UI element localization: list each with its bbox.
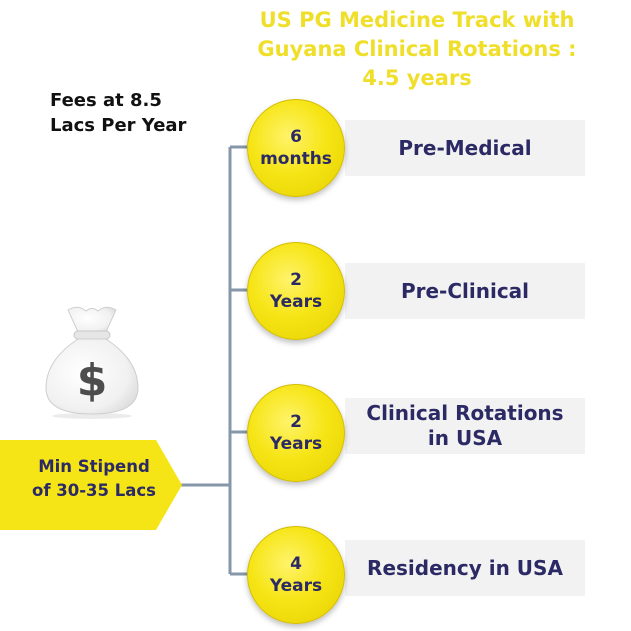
fees-line-1: Fees at 8.5 (50, 90, 162, 111)
stage-duration-disc-3: 2 Years (247, 384, 345, 482)
title-line-1: US PG Medicine Track with (259, 8, 575, 32)
stage-duration-unit: Years (269, 434, 323, 454)
stage-duration-number: 4 (290, 554, 302, 574)
stage-label-3: Clinical Rotations in USA (345, 398, 585, 454)
stipend-label: Min Stipend of 30-35 Lacs (6, 455, 182, 503)
stage-panel-2 (345, 263, 585, 319)
title-line-2: Guyana Clinical Rotations : (257, 37, 577, 61)
diagram-title: US PG Medicine Track with Guyana Clinica… (232, 6, 602, 93)
fees-note: Fees at 8.5 Lacs Per Year (50, 88, 186, 138)
stage-panel-3 (345, 398, 585, 454)
fees-line-2: Lacs Per Year (50, 115, 187, 136)
title-line-3: 4.5 years (362, 66, 472, 90)
stage-duration-disc-1: 6 months (247, 99, 345, 197)
stage-duration-unit: months (260, 149, 332, 169)
stage-label-line-1: Pre-Medical (398, 135, 532, 160)
stage-label-line-1: Pre-Clinical (400, 278, 530, 303)
stage-duration-number: 6 (290, 127, 302, 147)
stage-label-line-2: in USA (427, 426, 503, 450)
stage-label-4: Residency in USA (345, 540, 585, 596)
stipend-line-1: Min Stipend (38, 457, 150, 476)
stage-panel-4 (345, 540, 585, 596)
stage-duration-unit: Years (269, 292, 323, 312)
stage-panel-1 (345, 120, 585, 176)
stage-duration-number: 2 (290, 270, 302, 290)
stage-duration-disc-2: 2 Years (247, 242, 345, 340)
stage-label-1: Pre-Medical (345, 120, 585, 176)
stage-duration-number: 2 (290, 412, 302, 432)
stage-label-2: Pre-Clinical (345, 263, 585, 319)
stage-label-line-1: Residency in USA (367, 555, 563, 580)
stipend-line-2: of 30-35 Lacs (31, 481, 157, 500)
stage-duration-unit: Years (269, 576, 323, 596)
stage-label-line-1: Clinical Rotations (366, 401, 564, 425)
dollar-sign: $ (77, 355, 108, 406)
money-bag-icon: $ (45, 306, 139, 419)
stipend-arrow-badge (0, 440, 182, 530)
stage-duration-disc-4: 4 Years (247, 526, 345, 624)
